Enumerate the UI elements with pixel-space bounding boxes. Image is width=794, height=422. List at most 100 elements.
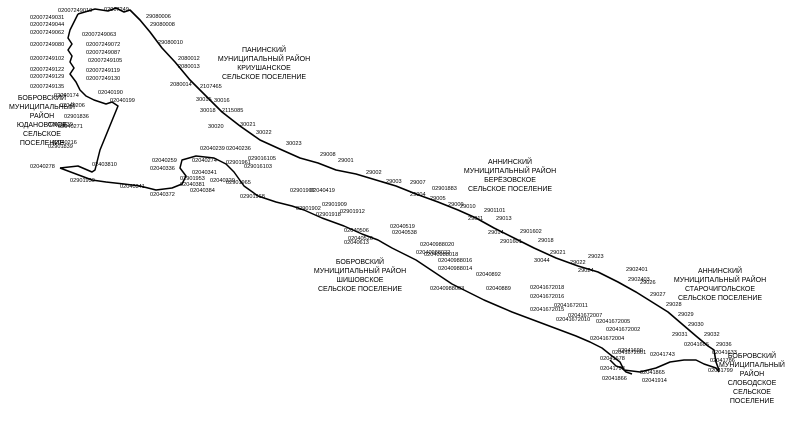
point-label: 02007249119 xyxy=(86,68,120,74)
boundary-line xyxy=(77,7,720,371)
point-label: 02040988003 xyxy=(430,286,464,292)
point-label: 02041633 xyxy=(712,350,737,356)
point-labels: 0200724902007249010290800062908000802007… xyxy=(30,7,737,384)
region-label-line: МУНИЦИПАЛЬНЫЙ РАЙОН xyxy=(218,54,310,63)
point-label: 30044 xyxy=(534,258,550,264)
point-label: 02901968 xyxy=(240,194,265,200)
point-label: 29027 xyxy=(650,292,666,298)
point-label: 02040506 xyxy=(344,228,369,234)
point-label: 30023 xyxy=(286,141,302,147)
point-label: 02041672018 xyxy=(530,285,564,291)
region-label-line: СЕЛЬСКОЕ ПОСЕЛЕНИЕ xyxy=(222,74,306,81)
point-label: 02901839 xyxy=(48,144,73,150)
point-label: 29036 xyxy=(716,342,732,348)
point-label: 2107465 xyxy=(200,84,222,90)
point-label: 02007249122 xyxy=(30,67,64,73)
point-label: 02901918 xyxy=(316,212,341,218)
region-label-line: БОБРОВСКИЙ xyxy=(18,93,66,102)
region-label-line: КРИУШАНСКОЕ xyxy=(237,65,291,72)
region-label-line: СЕЛЬСКОЕ ПОСЕЛЕНИЕ xyxy=(678,295,762,302)
point-label: 02007249044 xyxy=(30,22,64,28)
point-label: 02901912 xyxy=(340,209,365,215)
point-label: 02040259 xyxy=(152,158,177,164)
region-label-line: ШИШОВСКОЕ xyxy=(337,277,384,284)
point-label: 02901953 xyxy=(180,176,205,182)
region-label-line: СЕЛЬСКОЕ xyxy=(23,131,61,138)
point-label: 02041865 xyxy=(640,370,665,376)
point-label: 02007249080 xyxy=(30,42,64,48)
point-label: 02040988018 xyxy=(424,252,458,258)
point-label: 02040239 xyxy=(200,146,225,152)
point-label: 02040278 xyxy=(30,164,55,170)
region-label-line: ПОСЕЛЕНИЕ xyxy=(20,140,65,147)
point-label: 02007249135 xyxy=(30,84,64,90)
point-label: 02041914 xyxy=(642,378,667,384)
point-label: 2902401 xyxy=(626,267,648,273)
point-label: 29026 xyxy=(640,280,656,286)
region-label-line: СЕЛЬСКОЕ xyxy=(733,389,771,396)
point-label: 29028 xyxy=(666,302,682,308)
point-label: 02041799 xyxy=(708,368,733,374)
point-label: 02041678 xyxy=(600,356,625,362)
point-label: 02040892 xyxy=(476,272,501,278)
point-label: 02040384 xyxy=(190,188,215,194)
region-label-line: РАЙОН xyxy=(30,111,54,120)
point-label: 29002 xyxy=(366,170,382,176)
point-label: 02040199 xyxy=(110,98,135,104)
point-label: 29009 xyxy=(448,202,464,208)
point-label: 02040988022 xyxy=(416,250,450,256)
point-label: 2901602 xyxy=(520,229,542,235)
point-label: 02040988014 xyxy=(438,266,472,272)
point-label: 02040341 xyxy=(192,170,217,176)
region-label-line: ПОСЕЛЕНИЕ xyxy=(730,398,775,405)
point-label: 29080010 xyxy=(158,40,183,46)
point-label: 02041798 xyxy=(600,366,625,372)
point-label: 29008 xyxy=(320,152,336,158)
region-label-line: МУНИЦИПАЛЬНЫЙ РАЙОН xyxy=(314,266,406,275)
region-label-line: АННИНСКИЙ xyxy=(698,266,742,275)
point-label: 02007249063 xyxy=(82,32,116,38)
region-label-line: АННИНСКИЙ xyxy=(488,157,532,166)
point-label: 29003 xyxy=(386,179,402,185)
point-label: 02041672010 xyxy=(556,317,590,323)
region-label-line: МУНИЦИПАЛЬНЫЙ xyxy=(9,102,75,111)
point-label: 02041866 xyxy=(602,376,627,382)
region-label-line: МУНИЦИПАЛЬНЫЙ РАЙОН xyxy=(464,166,556,175)
point-label: 02901939 xyxy=(70,178,95,184)
point-label: 02040206 xyxy=(60,103,85,109)
region-label-line: БОБРОВСКИЙ xyxy=(728,351,776,360)
point-label: 02040336 xyxy=(150,166,175,172)
point-label: 29029 xyxy=(678,312,694,318)
point-label: 29001 xyxy=(338,158,354,164)
point-label: 02901839 xyxy=(48,122,73,128)
point-label: 02040372 xyxy=(150,192,175,198)
region-label-line: МУНИЦИПАЛЬНЫЙ РАЙОН xyxy=(674,275,766,284)
point-label: 02041743 xyxy=(650,352,675,358)
point-label: 02041672011 xyxy=(554,303,588,309)
point-label: 02041606 xyxy=(684,342,709,348)
boundary-line-lower-right xyxy=(609,359,633,375)
point-label: 02901836 xyxy=(64,114,89,120)
point-label: 02040174 xyxy=(54,93,79,99)
point-label: 02040271 xyxy=(58,124,83,130)
point-label: 2080014 xyxy=(170,82,192,88)
point-label: 02040519 xyxy=(390,224,415,230)
point-label: 02041672007 xyxy=(568,313,602,319)
point-label: 02040216 xyxy=(52,140,77,146)
point-label: 02007249072 xyxy=(86,42,120,48)
point-label: 02007249 xyxy=(104,7,129,13)
point-label: 02901965 xyxy=(226,180,251,186)
region-label-line: СЛОБОДСКОЕ xyxy=(728,380,777,387)
point-label: 29004 xyxy=(410,192,426,198)
point-label: 02040190 xyxy=(98,90,123,96)
point-label: 02041786 xyxy=(710,358,735,364)
point-label: 029016105 xyxy=(248,156,276,162)
point-label: 29080008 xyxy=(150,22,175,28)
boundary-line-west-upper xyxy=(59,13,119,173)
region-label-line: ПАНИНСКИЙ xyxy=(242,45,286,54)
point-label: 02040341 xyxy=(120,184,145,190)
point-label: 30015 xyxy=(196,97,212,103)
point-label: 02040274 xyxy=(192,158,217,164)
point-label: 02041672002 xyxy=(606,327,640,333)
